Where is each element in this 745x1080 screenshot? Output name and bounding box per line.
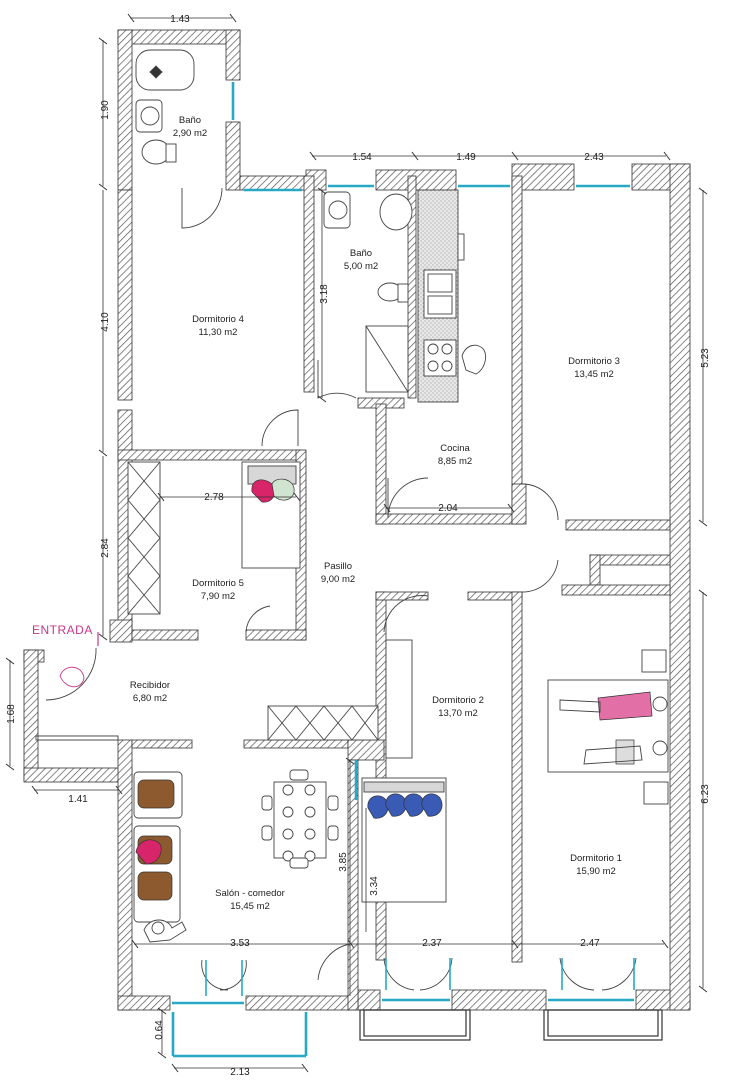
glass-doors bbox=[205, 958, 635, 996]
balconies bbox=[359, 1009, 663, 1041]
dimension-lines bbox=[9, 17, 704, 1069]
room-area-salon-comedor: 15,45 m2 bbox=[230, 901, 270, 912]
walls bbox=[23, 29, 691, 1011]
room-area-bath2: 5,00 m2 bbox=[344, 261, 378, 272]
dim-balcony-depth: 0.64 bbox=[154, 1020, 165, 1040]
room-name-bath1: Baño bbox=[179, 115, 201, 126]
room-area-dormitorio-5: 7,90 m2 bbox=[201, 591, 235, 602]
dim-living-width: 3.53 bbox=[230, 938, 250, 949]
room-name-dormitorio-4: Dormitorio 4 bbox=[192, 314, 244, 325]
decor bbox=[135, 478, 653, 901]
room-area-pasillo: 9,00 m2 bbox=[321, 574, 355, 585]
entrance-label: ENTRADA bbox=[32, 623, 93, 637]
dimension-labels: 1.43 1.90 1.54 1.49 2.43 4.10 3.18 5.23 … bbox=[6, 14, 711, 1078]
room-name-pasillo: Pasillo bbox=[324, 561, 352, 572]
dim-hall-width: 1.41 bbox=[68, 794, 88, 805]
dim-top-bath-height: 1.90 bbox=[100, 100, 111, 120]
room-name-cocina: Cocina bbox=[440, 443, 470, 454]
dim-bed3-width: 2.43 bbox=[584, 152, 604, 163]
dim-bed2-width: 2.37 bbox=[422, 938, 442, 949]
dim-bath2-width: 1.54 bbox=[352, 152, 372, 163]
room-area-dormitorio-2: 13,70 m2 bbox=[438, 708, 478, 719]
people bbox=[59, 666, 668, 765]
room-name-bath2: Baño bbox=[350, 248, 372, 259]
dim-bed4-height: 4.10 bbox=[100, 312, 111, 332]
dim-bed1-height: 6.23 bbox=[700, 784, 711, 804]
room-area-dormitorio-4: 11,30 m2 bbox=[199, 327, 238, 338]
dim-bed5-width: 2.78 bbox=[204, 492, 224, 503]
dim-bed2-height: 3.34 bbox=[369, 876, 380, 896]
dim-top-bath-width: 1.43 bbox=[170, 14, 190, 25]
dim-living-height: 3.85 bbox=[338, 852, 349, 872]
dimension-ticks bbox=[5, 13, 708, 1073]
room-area-cocina: 8,85 m2 bbox=[438, 456, 472, 467]
room-name-dormitorio-2: Dormitorio 2 bbox=[432, 695, 484, 706]
room-area-dormitorio-1: 15,90 m2 bbox=[576, 866, 616, 877]
windows bbox=[171, 82, 634, 1058]
doors bbox=[45, 187, 637, 991]
dim-balcony-width: 2.13 bbox=[230, 1067, 250, 1078]
dim-hall-height: 1.68 bbox=[6, 704, 17, 724]
room-area-recibidor: 6,80 m2 bbox=[133, 693, 167, 704]
room-name-salon-comedor: Salón - comedor bbox=[215, 888, 285, 899]
room-name-dormitorio-1: Dormitorio 1 bbox=[570, 853, 622, 864]
dim-kitchen-depth: 2.04 bbox=[438, 503, 458, 514]
dim-bed3-height: 5.23 bbox=[700, 348, 711, 368]
room-area-bath1: 2,90 m2 bbox=[173, 128, 207, 139]
room-name-recibidor: Recibidor bbox=[130, 680, 170, 691]
dim-bath2-height: 3.18 bbox=[319, 284, 330, 304]
room-labels: Baño 2,90 m2 Dormitorio 4 11,30 m2 Baño … bbox=[130, 115, 622, 912]
dim-kitchen-width: 1.49 bbox=[456, 152, 476, 163]
room-name-dormitorio-3: Dormitorio 3 bbox=[568, 356, 620, 367]
room-name-dormitorio-5: Dormitorio 5 bbox=[192, 578, 244, 589]
dim-bed1-width: 2.47 bbox=[580, 938, 600, 949]
dim-bed5-height: 2.84 bbox=[100, 538, 111, 558]
room-area-dormitorio-3: 13,45 m2 bbox=[574, 369, 614, 380]
